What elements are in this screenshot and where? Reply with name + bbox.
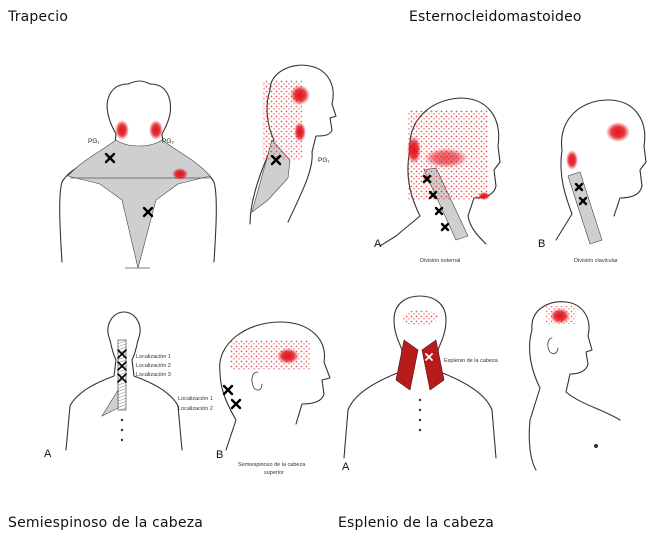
title-esplenio: Esplenio de la cabeza: [338, 515, 495, 531]
panel-letter-a: A: [44, 448, 52, 460]
caption-semiespinoso-line2: superior: [264, 470, 284, 476]
trapecio-side-figure: PG₁: [249, 64, 337, 225]
label-pg2: PG₂: [162, 138, 174, 145]
label-localizacion-1-b: Localización 1: [178, 396, 213, 402]
pain-zone-neck-left: [115, 120, 129, 140]
pain-zone-neck-right: [149, 120, 163, 140]
semiespinoso-panel-b: Localización 1 Localización 2 B Semiespi…: [178, 321, 331, 476]
caption-division-esternal: División esternal: [420, 258, 460, 264]
label-pg1: PG₁: [88, 138, 100, 145]
esplenio-side-figure: [528, 301, 621, 471]
label-localizacion-2-b: Localización 2: [178, 406, 213, 412]
title-trapecio: Trapecio: [8, 9, 69, 25]
panel-letter-b: B: [216, 449, 223, 461]
panel-letter-a: A: [374, 238, 382, 250]
title-esternocleidomastoideo: Esternocleidomastoideo: [409, 9, 582, 25]
caption-division-clavicular: División clavicular: [574, 258, 618, 264]
label-localizacion-2: Localización 2: [136, 363, 171, 369]
esterno-panel-a: A División esternal: [374, 97, 501, 264]
panel-letter-b: B: [538, 238, 545, 250]
label-localizacion-3: Localización 3: [136, 372, 171, 378]
caption-semiespinoso-line1: Semiespinoso de la cabeza: [238, 462, 306, 468]
panel-letter-a: A: [342, 461, 350, 473]
label-localizacion-1: Localización 1: [136, 354, 171, 360]
title-semiespinoso: Semiespinoso de la cabeza: [8, 515, 204, 531]
esterno-panel-b: B División clavicular: [538, 99, 647, 264]
semiespinoso-panel-a: Localización 1 Localización 2 Localizaci…: [44, 311, 183, 460]
pain-zone-shoulder: [172, 168, 188, 180]
esplenio-panel-a: Esplenio de la cabeza A: [342, 295, 499, 473]
trapecio-back-figure: PG₁ PG₂: [59, 80, 217, 269]
label-pg-side: PG₁: [318, 157, 330, 164]
label-esplenio: Esplenio de la cabeza: [444, 358, 499, 364]
